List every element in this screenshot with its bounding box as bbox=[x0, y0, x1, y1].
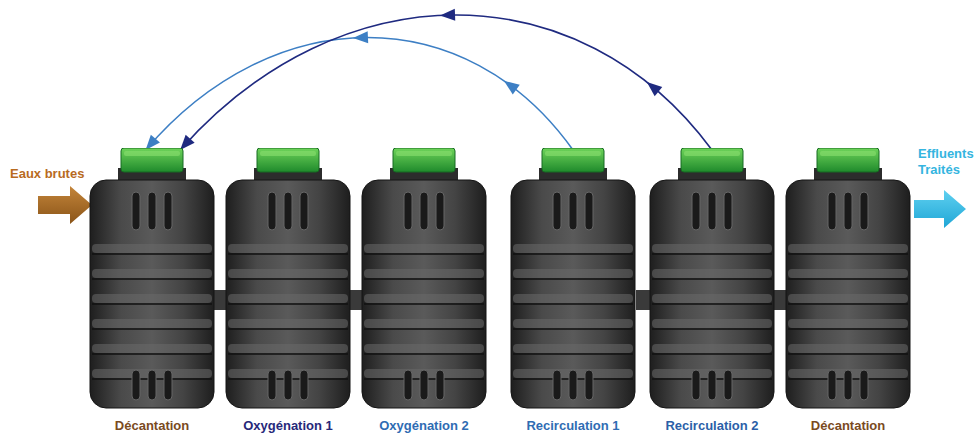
tank-node: Oxygénation 2 bbox=[357, 148, 491, 439]
tank-label: Oxygénation 2 bbox=[357, 418, 491, 434]
flow-arrowhead bbox=[504, 81, 520, 95]
arrowhead bbox=[180, 135, 194, 150]
flow-arrowhead bbox=[647, 82, 662, 96]
tank-label: Oxygénation 1 bbox=[221, 418, 355, 434]
tank-label: Décantation bbox=[85, 418, 219, 434]
connector-line bbox=[146, 38, 573, 151]
tank-illustration bbox=[648, 148, 776, 410]
connector-line bbox=[180, 15, 712, 150]
tank-illustration bbox=[88, 148, 216, 410]
flow-arrowhead bbox=[440, 9, 455, 21]
tank-illustration bbox=[509, 148, 637, 410]
flow-label: Eaux brutes bbox=[10, 166, 100, 182]
tank-node: Oxygénation 1 bbox=[221, 148, 355, 439]
tank-node: Décantation bbox=[85, 148, 219, 439]
tank-illustration bbox=[224, 148, 352, 410]
tank-illustration bbox=[784, 148, 912, 410]
outlet-arrow bbox=[914, 190, 966, 228]
tank-label: Recirculation 2 bbox=[645, 418, 779, 434]
inlet-arrow bbox=[38, 186, 92, 224]
recirculation-connector bbox=[146, 31, 573, 150]
tank-label: Décantation bbox=[781, 418, 915, 434]
recirculation-connector bbox=[180, 9, 712, 150]
tank-node: Recirculation 1 bbox=[506, 148, 640, 439]
tank-node: Décantation bbox=[781, 148, 915, 439]
tank-label: Recirculation 1 bbox=[506, 418, 640, 434]
tank-illustration bbox=[360, 148, 488, 410]
flow-arrowhead bbox=[353, 31, 368, 43]
tank-node: Recirculation 2 bbox=[645, 148, 779, 439]
flow-label: Effluents Traités bbox=[918, 146, 978, 178]
